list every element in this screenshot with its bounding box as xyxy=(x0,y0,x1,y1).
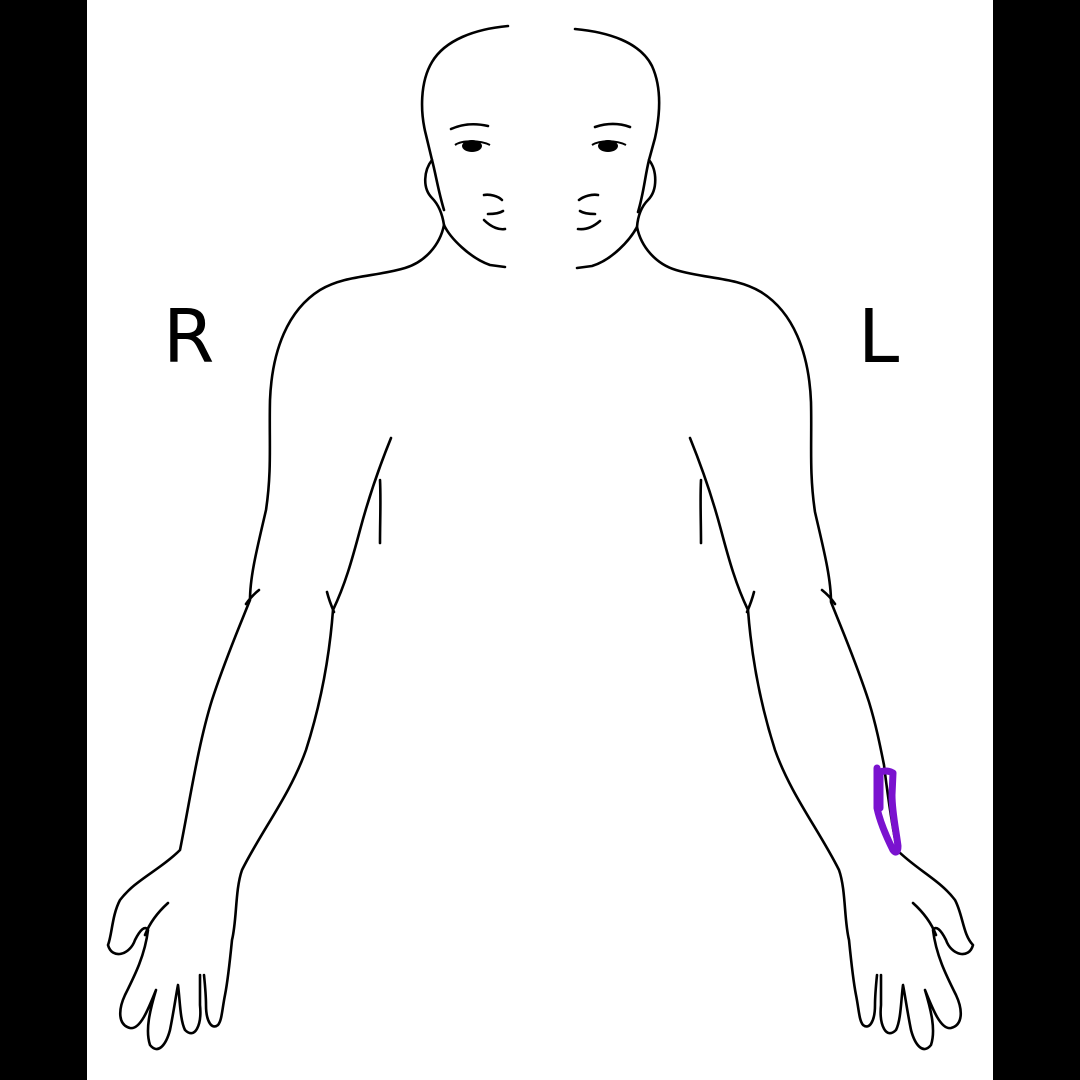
left-side-label: L xyxy=(858,294,899,380)
right-ear xyxy=(430,158,446,212)
head-right-half xyxy=(420,24,510,269)
letterbox-left xyxy=(0,0,87,1080)
left-arm-outer xyxy=(635,225,975,1051)
mouth-right-upper xyxy=(486,209,505,216)
right-eye-line xyxy=(454,140,491,146)
right-elbow-crease-b xyxy=(325,590,336,614)
left-eye-line xyxy=(591,140,627,146)
left-eye xyxy=(598,140,618,152)
left-arm-inner xyxy=(688,436,879,1028)
right-elbow-crease-a xyxy=(244,588,261,606)
body-outline xyxy=(106,24,975,1051)
right-eyebrow xyxy=(449,123,490,131)
left-ear xyxy=(636,158,651,214)
right-side-label: R xyxy=(163,294,214,380)
left-wrist-mark xyxy=(873,764,902,856)
nose-right xyxy=(482,193,504,202)
nose-left xyxy=(577,193,600,202)
right-eye xyxy=(462,140,482,152)
right-thumb xyxy=(143,901,170,937)
right-arm-inner xyxy=(202,436,393,1028)
mouth-right xyxy=(482,218,507,231)
mouth-left-upper xyxy=(578,209,597,216)
left-eyebrow xyxy=(593,122,632,129)
left-thumb xyxy=(911,901,938,937)
letterbox-right xyxy=(993,0,1080,1080)
right-arm-outer xyxy=(106,223,446,1051)
head-left-half xyxy=(573,27,661,270)
left-elbow-crease-a xyxy=(820,588,837,606)
left-elbow-crease-b xyxy=(745,590,756,614)
mouth-left xyxy=(576,219,602,231)
